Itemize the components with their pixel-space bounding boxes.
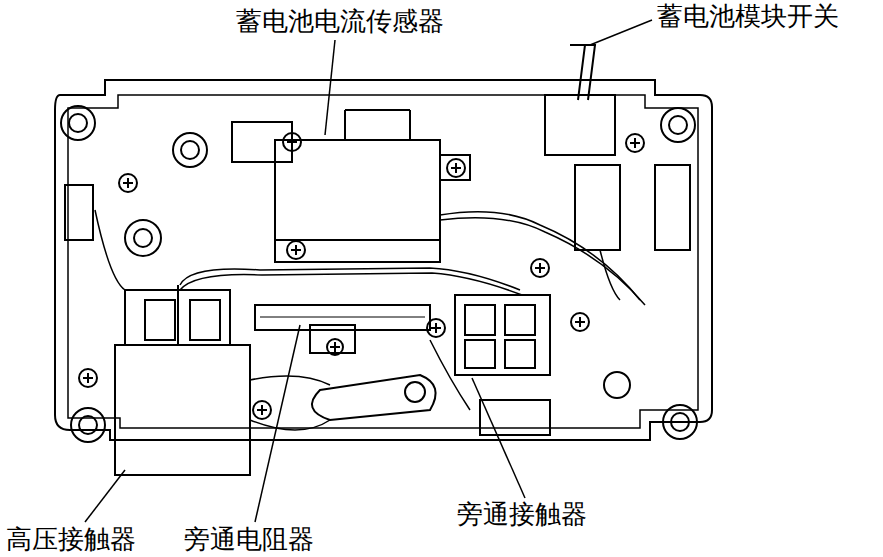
part-label: 旁通接触器 <box>455 500 589 530</box>
high-voltage-contactor <box>115 285 250 475</box>
bus-bar <box>312 375 436 420</box>
module-switch <box>545 45 690 250</box>
screws <box>79 133 644 419</box>
part-label: 蓄电池模块开关 <box>655 2 841 32</box>
bypass-contactor <box>455 295 550 435</box>
leader-lines <box>85 20 652 522</box>
housing-inner-edge <box>68 95 698 428</box>
part-label: 蓄电池电流传感器 <box>234 7 446 37</box>
part-label: 旁通电阻器 <box>182 525 316 555</box>
wiring <box>95 210 645 430</box>
mounting-holes <box>61 106 697 442</box>
bolt <box>405 382 425 402</box>
housing-plate <box>55 80 712 440</box>
connector <box>65 185 93 240</box>
part-label: 高压接触器 <box>4 525 138 555</box>
current-sensor <box>232 110 470 262</box>
